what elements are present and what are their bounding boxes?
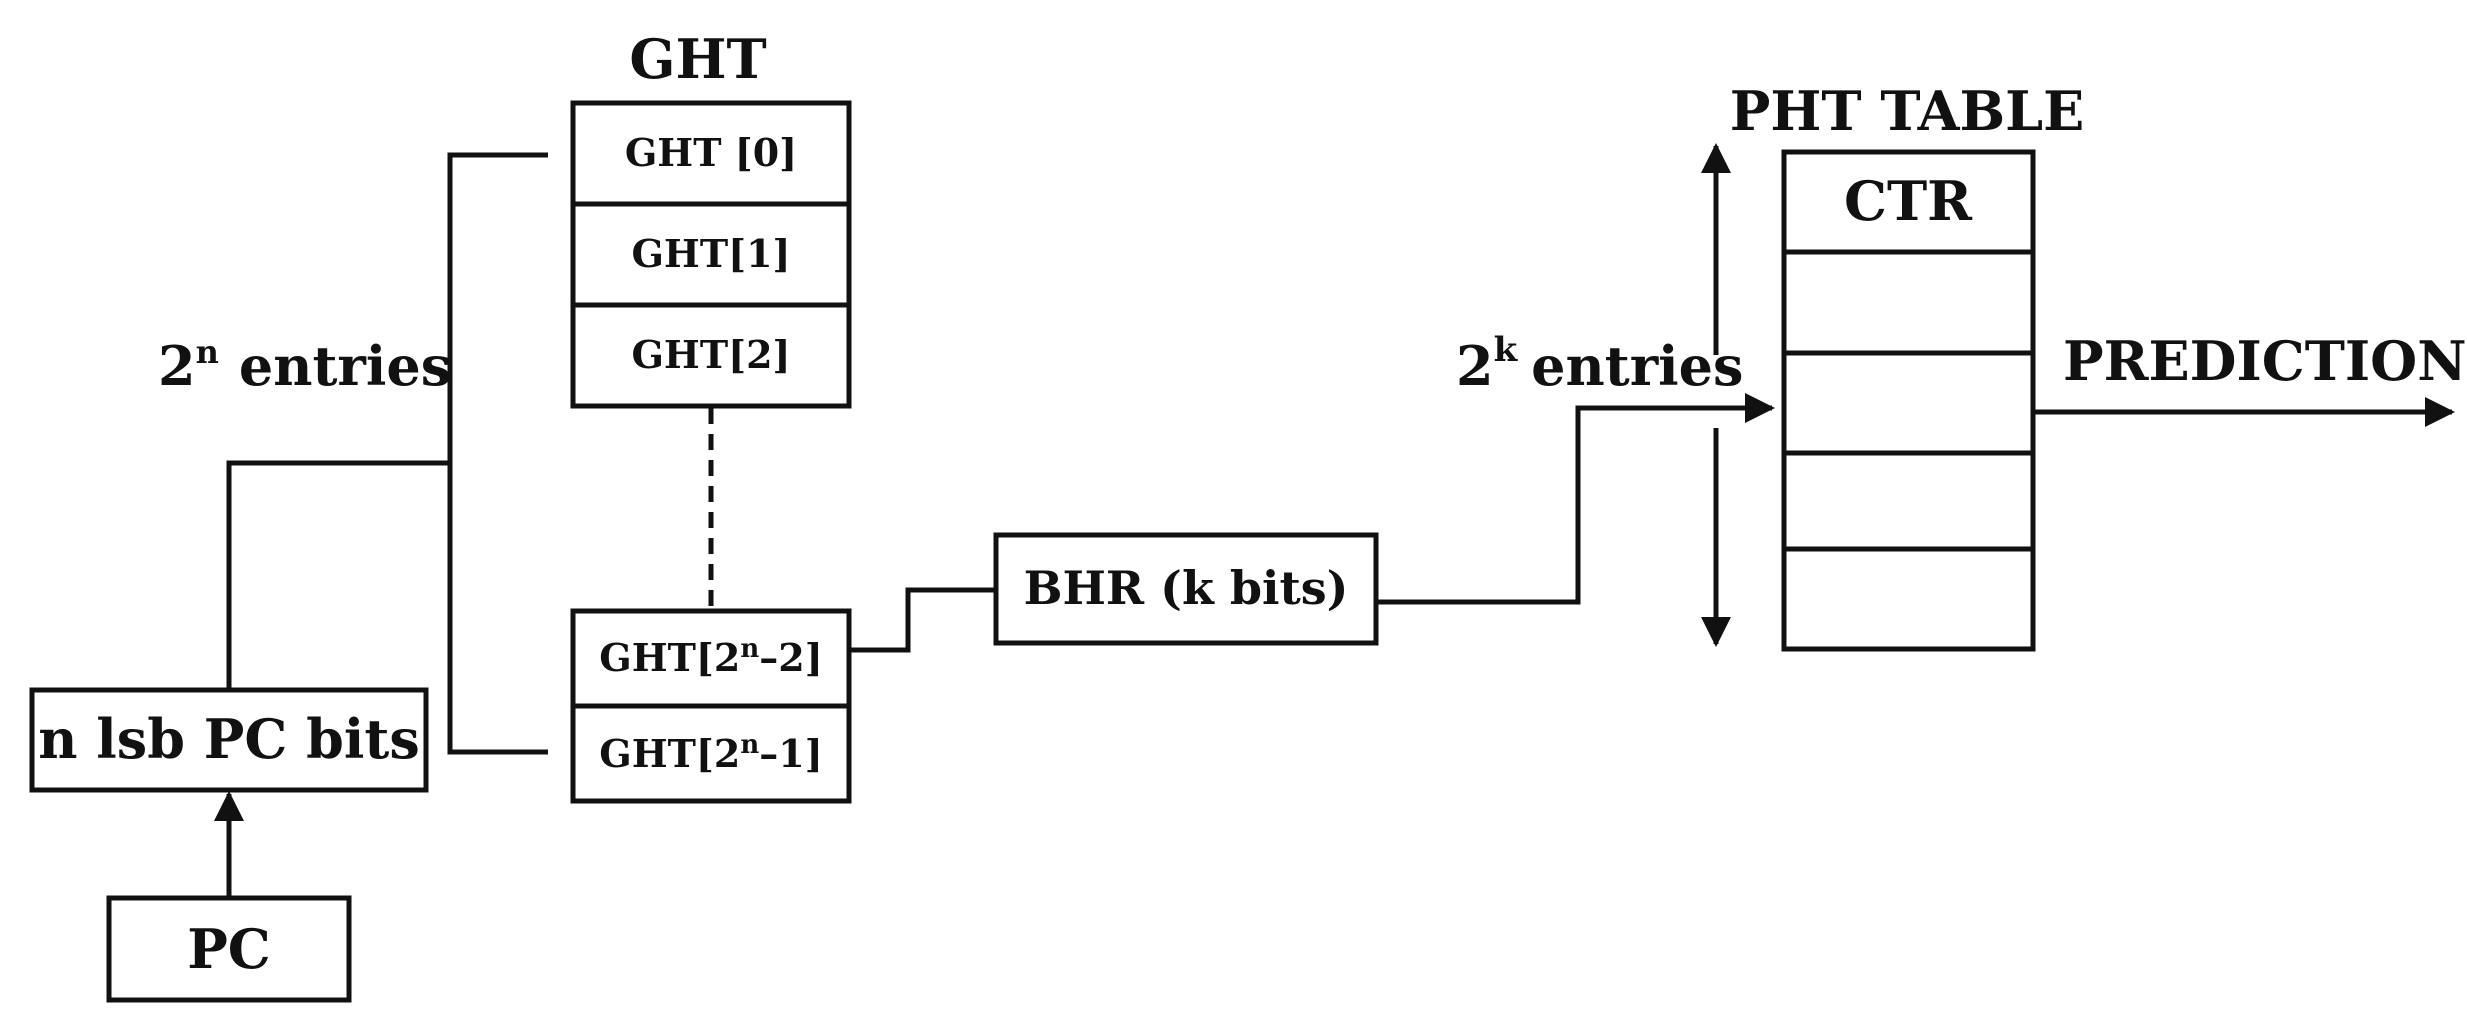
ght-row-0: GHT [0]: [625, 130, 797, 175]
ght-to-bhr-connector: [849, 587, 996, 653]
bhr-box: [993, 532, 1379, 646]
pc-box: [106, 895, 352, 1003]
ght-title: GHT: [629, 27, 766, 91]
pht-title: PHT TABLE: [1730, 79, 2085, 143]
pht-ctr-cell: CTR: [1844, 169, 1973, 233]
ght-row-2n-minus-1: GHT[2n–1]: [599, 730, 822, 776]
ght-table-bottom: GHT[2n–2] GHT[2n–1]: [570, 608, 852, 804]
lsb-pc-bits-label: n lsb PC bits: [38, 707, 420, 771]
ght-row-2n-minus-2: GHT[2n–2]: [599, 634, 822, 680]
ght-table-top: GHT [0] GHT[1] GHT[2]: [570, 100, 852, 409]
ght-row-2: GHT[2]: [631, 332, 790, 377]
lsb-pc-bits-box: [29, 687, 429, 793]
pht-table: CTR: [1781, 149, 2036, 652]
pc-label: PC: [187, 917, 271, 981]
bhr-to-pht-arrow: [1376, 393, 1775, 605]
ght-entries-bracket: [226, 152, 548, 755]
prediction-label: PREDICTION: [2063, 329, 2467, 393]
bhr-label: BHR (k bits): [1024, 561, 1349, 615]
ght-row-1: GHT[1]: [631, 231, 790, 276]
